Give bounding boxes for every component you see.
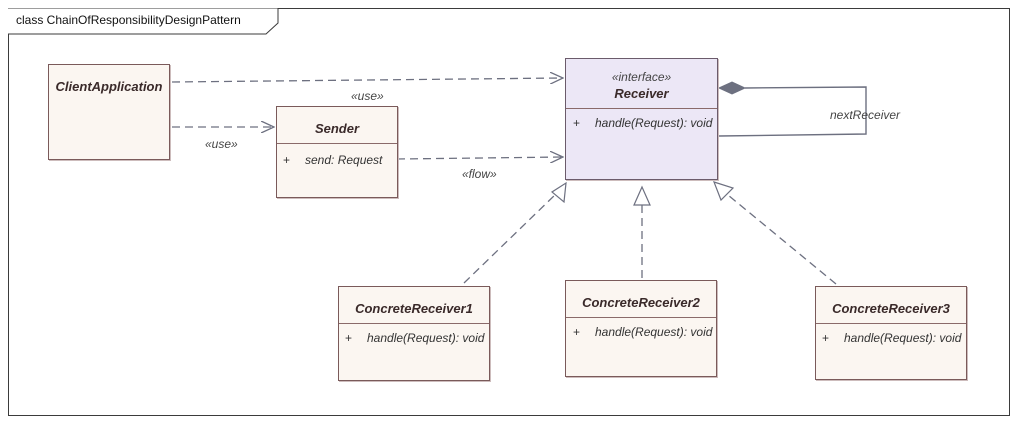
composition-diamond: [717, 81, 747, 95]
compartment-divider: [566, 108, 717, 109]
class-concrete-receiver-3[interactable]: ConcreteReceiver3 + handle(Request): void: [815, 286, 967, 380]
visibility-marker: +: [345, 331, 353, 345]
class-sender[interactable]: Sender + send: Request: [276, 106, 398, 198]
compartment-divider: [277, 143, 397, 144]
concrete3-realization-head: [712, 181, 735, 202]
visibility-marker: +: [283, 153, 291, 167]
visibility-marker: +: [822, 331, 830, 345]
class-concrete-receiver-1[interactable]: ConcreteReceiver1 + handle(Request): void: [338, 286, 490, 381]
visibility-marker: +: [573, 116, 581, 130]
class-name: ConcreteReceiver2: [582, 295, 700, 310]
class-concrete-receiver-2[interactable]: ConcreteReceiver2 + handle(Request): void: [565, 280, 717, 377]
class-name: Sender: [314, 121, 360, 136]
diagram-title: class ChainOfResponsibilityDesignPattern: [16, 13, 241, 27]
concrete1-realization-line: [463, 191, 559, 284]
visibility-marker: +: [573, 325, 581, 339]
operation-text: handle(Request): void: [367, 331, 485, 345]
flow-label: «flow»: [462, 167, 497, 181]
attribute-row: + send: Request: [277, 153, 397, 167]
class-name: ConcreteReceiver3: [832, 301, 950, 316]
class-client-application[interactable]: ClientApplication: [48, 64, 170, 160]
sender-to-receiver-flow: [396, 157, 563, 159]
compartment-divider: [816, 323, 966, 324]
concrete2-realization-head: [633, 185, 651, 206]
client-to-receiver-dependency: [171, 78, 563, 82]
use-label-client-sender: «use»: [205, 137, 238, 151]
class-name: ClientApplication: [55, 79, 163, 94]
compartment-divider: [566, 317, 716, 318]
compartment-divider: [339, 323, 489, 324]
concrete1-realization-head: [550, 181, 567, 204]
operation-text: handle(Request): void: [595, 325, 713, 339]
operation-row: + handle(Request): void: [566, 116, 717, 130]
class-name: ConcreteReceiver1: [355, 301, 473, 316]
operation-text: handle(Request): void: [844, 331, 962, 345]
operation-row: + handle(Request): void: [566, 325, 716, 339]
concrete3-realization-line: [727, 194, 837, 285]
operation-row: + handle(Request): void: [816, 331, 966, 345]
operation-text: handle(Request): void: [595, 116, 713, 130]
interface-receiver[interactable]: «interface» Receiver + handle(Request): v…: [565, 58, 718, 180]
next-receiver-association: [718, 86, 867, 137]
use-label-client-receiver: «use»: [351, 89, 384, 103]
class-name: Receiver: [614, 86, 669, 101]
operation-row: + handle(Request): void: [339, 331, 489, 345]
stereotype-label: «interface»: [611, 70, 672, 84]
next-receiver-role-label: nextReceiver: [830, 108, 901, 122]
attribute-text: send: Request: [305, 153, 383, 167]
